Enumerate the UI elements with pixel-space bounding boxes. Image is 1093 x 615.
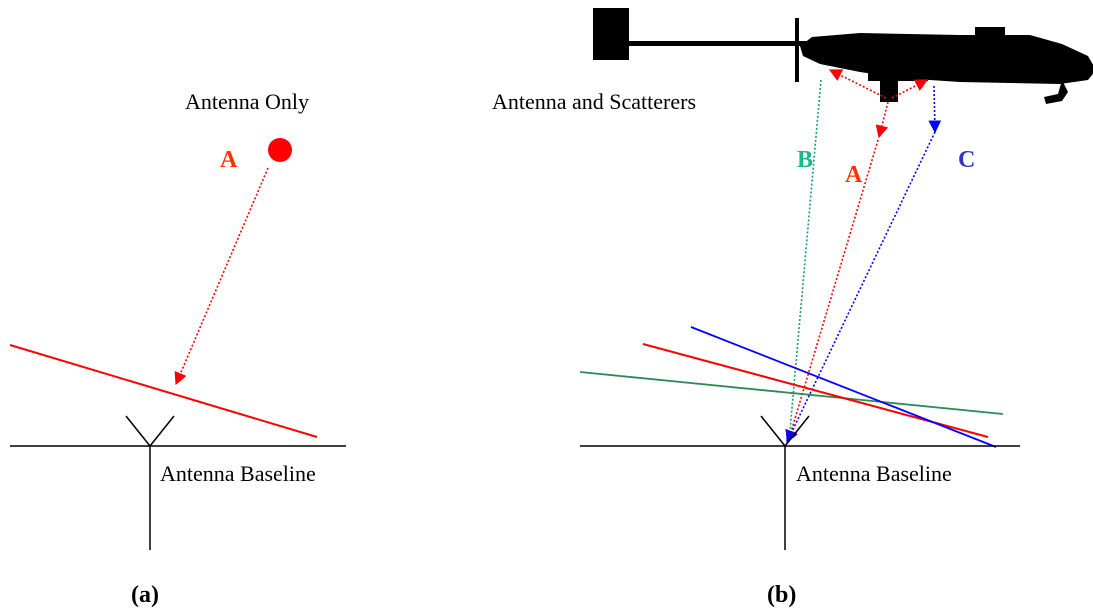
helicopter-icon <box>593 8 1093 104</box>
path-label-c: C <box>958 147 975 173</box>
scatter-path-4 <box>928 85 942 134</box>
scatter-path-1 <box>828 69 887 99</box>
path-label-a: A <box>845 162 863 188</box>
panel-b-baseline-label: Antenna Baseline <box>796 461 952 486</box>
panel-b: Antenna and Scatterers B A C Antenna Bas… <box>492 8 1093 608</box>
path-c-long <box>786 131 936 444</box>
panel-a: Antenna Only A Antenna Baseline (a) <box>9 89 346 608</box>
panel-b-title: Antenna and Scatterers <box>492 89 696 114</box>
wavefront-green <box>579 371 1004 415</box>
panel-a-caption: (a) <box>131 582 159 608</box>
antenna-icon <box>760 415 810 550</box>
path-b-arrow <box>810 80 821 206</box>
wavefront-blue <box>690 326 997 448</box>
antenna-icon <box>125 415 175 550</box>
path-b-line <box>788 79 822 443</box>
source-dot <box>268 138 292 162</box>
scatter-path-3 <box>875 101 889 139</box>
scatter-path-2 <box>891 79 929 99</box>
wavefront-a <box>9 344 318 438</box>
panel-a-baseline-label: Antenna Baseline <box>160 461 316 486</box>
panel-b-caption: (b) <box>767 582 796 608</box>
path-label-b: B <box>797 147 813 173</box>
path-a-arrow <box>174 167 269 386</box>
panel-a-title: Antenna Only <box>185 89 309 114</box>
panel-a-source-label: A <box>220 147 238 173</box>
path-a-long <box>785 139 879 444</box>
